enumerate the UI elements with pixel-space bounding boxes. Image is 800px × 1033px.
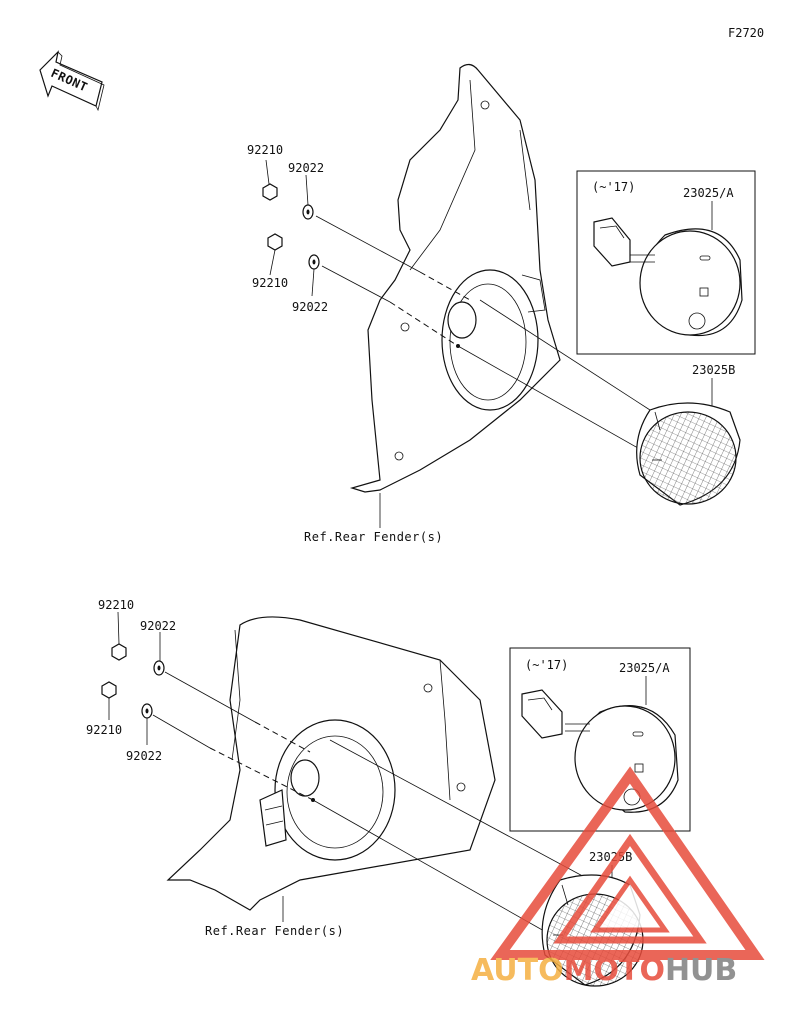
lower-nut-top [111,643,127,661]
front-arrow-icon: FRONT [39,50,105,112]
upper-lamp-b-label: 23025B [692,363,735,377]
upper-nut-top-label: 92210 [247,143,283,157]
upper-rear-fender [349,63,561,493]
svg-text:AUTOMOTOHUB: AUTOMOTOHUB [471,953,737,988]
lower-ref-label: Ref.Rear Fender(s) [205,924,344,938]
lower-nut-bottom [101,681,117,699]
upper-assembly: 92210 92022 92210 92022 (~'17) 23025/A 2… [247,63,756,544]
upper-washer-top-label: 92022 [288,161,324,175]
upper-lamp-a-label: 23025/A [683,186,734,200]
upper-inset-box [576,170,756,355]
upper-nut-bottom-label: 92210 [252,276,288,290]
watermark-logo: AUTOMOTOHUB [471,766,765,988]
upper-lamp-b [636,402,741,506]
lower-washer-bottom [141,703,153,719]
upper-ref-label: Ref.Rear Fender(s) [304,530,443,544]
upper-washer-top [302,204,314,220]
lower-lamp-a [521,689,679,813]
upper-washer-bottom-label: 92022 [292,300,328,314]
upper-nut-top [262,183,278,201]
lower-nut-top-label: 92210 [98,598,134,612]
upper-washer-bottom [308,254,320,270]
lower-washer-top [153,660,165,676]
upper-inset-year: (~'17) [592,180,635,194]
lower-inset-year: (~'17) [525,658,568,672]
lower-washer-top-label: 92022 [140,619,176,633]
lower-nut-bottom-label: 92210 [86,723,122,737]
upper-lamp-a [593,217,743,337]
upper-nut-bottom [267,233,283,251]
lower-lamp-a-label: 23025/A [619,661,670,675]
figure-code: F2720 [728,26,764,40]
lower-inset-box [509,647,691,832]
lower-assembly: 92210 92022 92210 92022 (~'17) 23025/A 2… [86,598,691,987]
lower-washer-bottom-label: 92022 [126,749,162,763]
front-label: FRONT [49,66,90,94]
